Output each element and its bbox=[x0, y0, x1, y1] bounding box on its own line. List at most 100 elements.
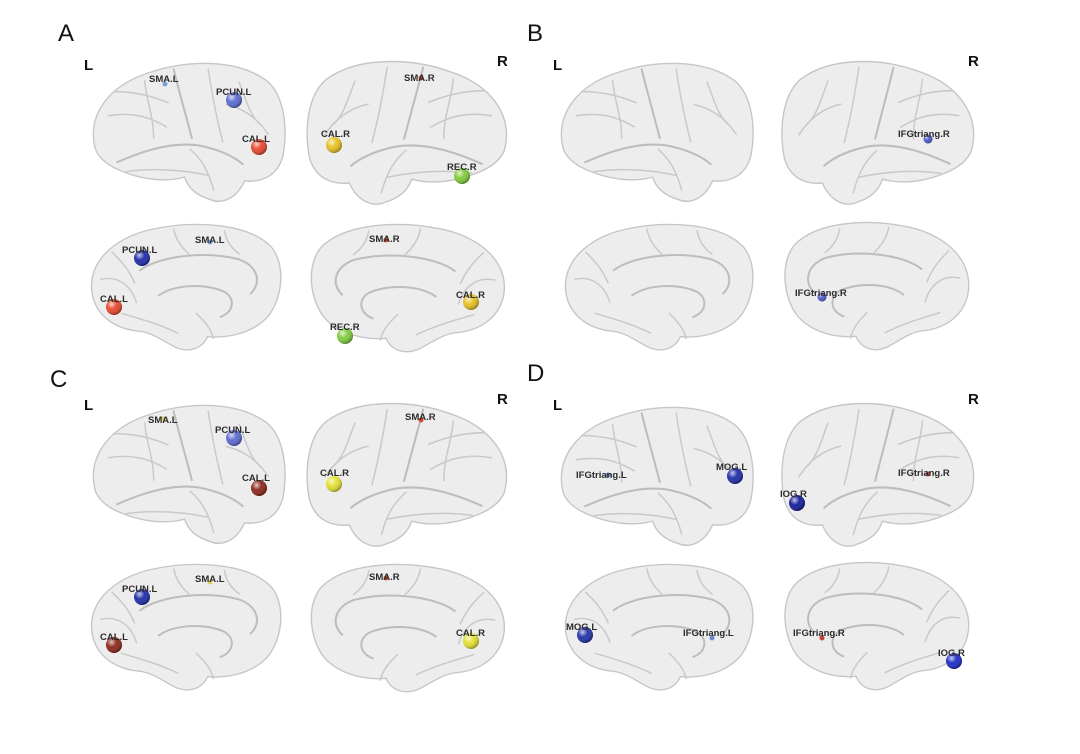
region-node: CAL.L bbox=[100, 632, 128, 653]
region-node: REC.R bbox=[330, 322, 360, 344]
region-sphere-shading bbox=[326, 137, 342, 153]
region-node: IFGtriang.L bbox=[576, 470, 627, 481]
right-hemisphere-label-b: R bbox=[968, 53, 979, 70]
region-sphere bbox=[418, 75, 424, 81]
region-node: IFGtriang.R bbox=[898, 129, 950, 144]
region-node: PCUN.L bbox=[216, 87, 252, 108]
region-sphere-shading bbox=[577, 627, 593, 643]
region-sphere-shading bbox=[923, 134, 933, 144]
region-node: SMA.L bbox=[148, 415, 178, 426]
region-label: CAL.L bbox=[100, 632, 128, 643]
region-sphere bbox=[160, 416, 166, 422]
region-sphere-shading bbox=[454, 168, 470, 184]
right-hemisphere-label-a: R bbox=[497, 53, 508, 70]
region-node: SMA.L bbox=[195, 574, 225, 585]
region-node: SMA.R bbox=[369, 572, 400, 583]
region-sphere bbox=[207, 579, 213, 585]
region-sphere-shading bbox=[226, 430, 242, 446]
region-sphere bbox=[383, 237, 389, 243]
region-sphere-shading bbox=[463, 633, 479, 649]
region-node: IFGtriang.R bbox=[898, 468, 950, 479]
region-label: REC.R bbox=[330, 322, 360, 333]
region-label: CAL.R bbox=[321, 129, 350, 140]
brain-right-medial bbox=[783, 221, 970, 351]
brain-left-medial bbox=[564, 223, 754, 351]
right-hemisphere-label-d: R bbox=[968, 391, 979, 408]
region-sphere bbox=[819, 635, 825, 641]
region-node: IOG.R bbox=[780, 489, 807, 511]
panel-label-b: B bbox=[527, 20, 543, 47]
region-label: SMA.R bbox=[404, 73, 435, 84]
region-node: CAL.R bbox=[456, 628, 485, 649]
brain-left-lateral bbox=[92, 62, 287, 203]
region-node: PCUN.L bbox=[215, 425, 251, 446]
region-sphere-shading bbox=[727, 468, 743, 484]
region-sphere-shading bbox=[134, 250, 150, 266]
region-label: IOG.R bbox=[938, 648, 965, 659]
region-sphere-shading bbox=[106, 637, 122, 653]
region-sphere-shading bbox=[817, 292, 827, 302]
region-sphere-shading bbox=[789, 495, 805, 511]
region-label: CAL.L bbox=[242, 134, 270, 145]
region-node: SMA.R bbox=[405, 412, 436, 423]
region-label: MOG.L bbox=[566, 622, 597, 633]
region-label: SMA.R bbox=[369, 572, 400, 583]
region-node: CAL.R bbox=[321, 129, 350, 153]
region-label: CAL.R bbox=[456, 628, 485, 639]
region-label: MOG.L bbox=[716, 462, 747, 473]
region-sphere-shading bbox=[106, 299, 122, 315]
left-hemisphere-label-b: L bbox=[553, 57, 562, 74]
region-node: SMA.R bbox=[369, 234, 400, 245]
region-sphere-shading bbox=[226, 92, 242, 108]
region-label: IFGtriang.R bbox=[898, 468, 950, 479]
region-label: PCUN.L bbox=[216, 87, 252, 98]
brain-left-medial bbox=[90, 223, 282, 351]
region-node: PCUN.L bbox=[122, 584, 158, 605]
right-hemisphere-label-c: R bbox=[497, 391, 508, 408]
region-node: IFGtriang.R bbox=[793, 628, 845, 641]
region-label: IFGtriang.R bbox=[795, 288, 847, 299]
region-label: IFGtriang.R bbox=[793, 628, 845, 639]
region-sphere-shading bbox=[337, 328, 353, 344]
region-label: REC.R bbox=[447, 162, 477, 173]
region-label: IFGtriang.L bbox=[576, 470, 627, 481]
region-label: IFGtriang.L bbox=[683, 628, 734, 639]
region-node: CAL.R bbox=[320, 468, 349, 492]
left-hemisphere-label-a: L bbox=[84, 57, 93, 74]
region-node: PCUN.L bbox=[122, 245, 158, 266]
region-sphere-shading bbox=[251, 139, 267, 155]
region-label: SMA.L bbox=[195, 574, 225, 585]
region-label: PCUN.L bbox=[215, 425, 251, 436]
region-label: IOG.R bbox=[780, 489, 807, 500]
region-sphere-shading bbox=[463, 294, 479, 310]
region-label: CAL.L bbox=[100, 294, 128, 305]
region-node: CAL.L bbox=[242, 134, 270, 155]
region-sphere-shading bbox=[134, 589, 150, 605]
panel-label-d: D bbox=[527, 360, 544, 387]
region-sphere bbox=[207, 239, 213, 245]
region-node: IFGtriang.L bbox=[683, 628, 734, 641]
region-label: CAL.R bbox=[456, 290, 485, 301]
region-node: SMA.L bbox=[149, 74, 179, 87]
region-node: MOG.L bbox=[566, 622, 597, 643]
brain-right-medial bbox=[783, 561, 970, 691]
region-node: SMA.R bbox=[404, 73, 435, 84]
region-label: SMA.L bbox=[195, 235, 225, 246]
brain-left-lateral bbox=[560, 62, 755, 203]
region-label: CAL.L bbox=[242, 473, 270, 484]
left-hemisphere-label-c: L bbox=[84, 397, 93, 414]
region-label: PCUN.L bbox=[122, 245, 158, 256]
region-label: SMA.L bbox=[149, 74, 179, 85]
brain-left-medial bbox=[90, 563, 282, 691]
region-sphere bbox=[605, 472, 611, 478]
region-label: SMA.R bbox=[369, 234, 400, 245]
region-sphere bbox=[709, 635, 715, 641]
region-node: IFGtriang.R bbox=[795, 288, 847, 302]
panel-label-a: A bbox=[58, 20, 74, 47]
region-label: CAL.R bbox=[320, 468, 349, 479]
region-label: SMA.L bbox=[148, 415, 178, 426]
region-sphere bbox=[383, 575, 389, 581]
region-node: IOG.R bbox=[938, 648, 965, 669]
region-sphere-shading bbox=[251, 480, 267, 496]
